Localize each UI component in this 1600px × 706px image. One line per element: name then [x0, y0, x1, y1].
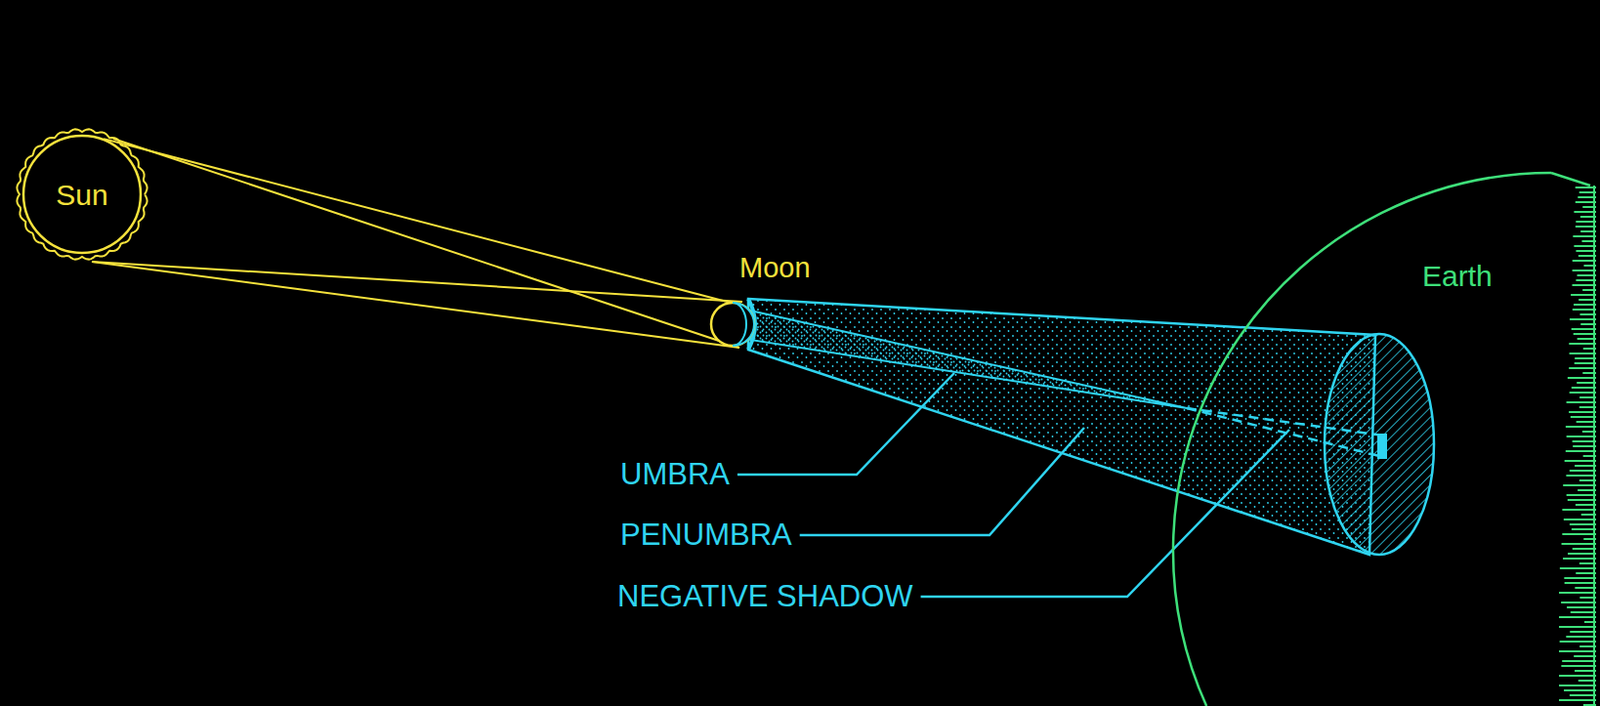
earth-edge — [1551, 172, 1591, 186]
node-name: Sun — [55, 178, 108, 211]
sun-disc — [23, 135, 141, 253]
moon-crescent-outline — [710, 301, 756, 347]
penumbra-cone — [748, 298, 1376, 555]
leader-lines — [737, 373, 1290, 597]
shadow-ellipse — [1324, 334, 1434, 555]
moon-crescent: Moon — [710, 301, 756, 347]
earth-hatching — [1558, 185, 1597, 706]
moon-dark-side — [732, 302, 755, 346]
earth-region: Earth — [1172, 166, 1600, 706]
earth-region-outline — [1172, 166, 1600, 706]
sun-corona — [16, 128, 147, 259]
earth-limb — [1173, 172, 1552, 706]
negative-shadow-tip — [1377, 433, 1388, 460]
sun-ray — [91, 138, 743, 348]
sun-ray — [103, 138, 731, 303]
part-label: NEGATIVE SHADOW — [617, 580, 914, 614]
sun-circle: Sun — [15, 127, 149, 261]
moon-disc — [711, 302, 755, 346]
umbra-cone — [750, 310, 1187, 409]
node-name: Moon — [739, 252, 811, 285]
part-label: PENUMBRA — [620, 518, 793, 552]
node-name: Earth — [1422, 259, 1493, 293]
part-label: UMBRA — [620, 458, 730, 492]
